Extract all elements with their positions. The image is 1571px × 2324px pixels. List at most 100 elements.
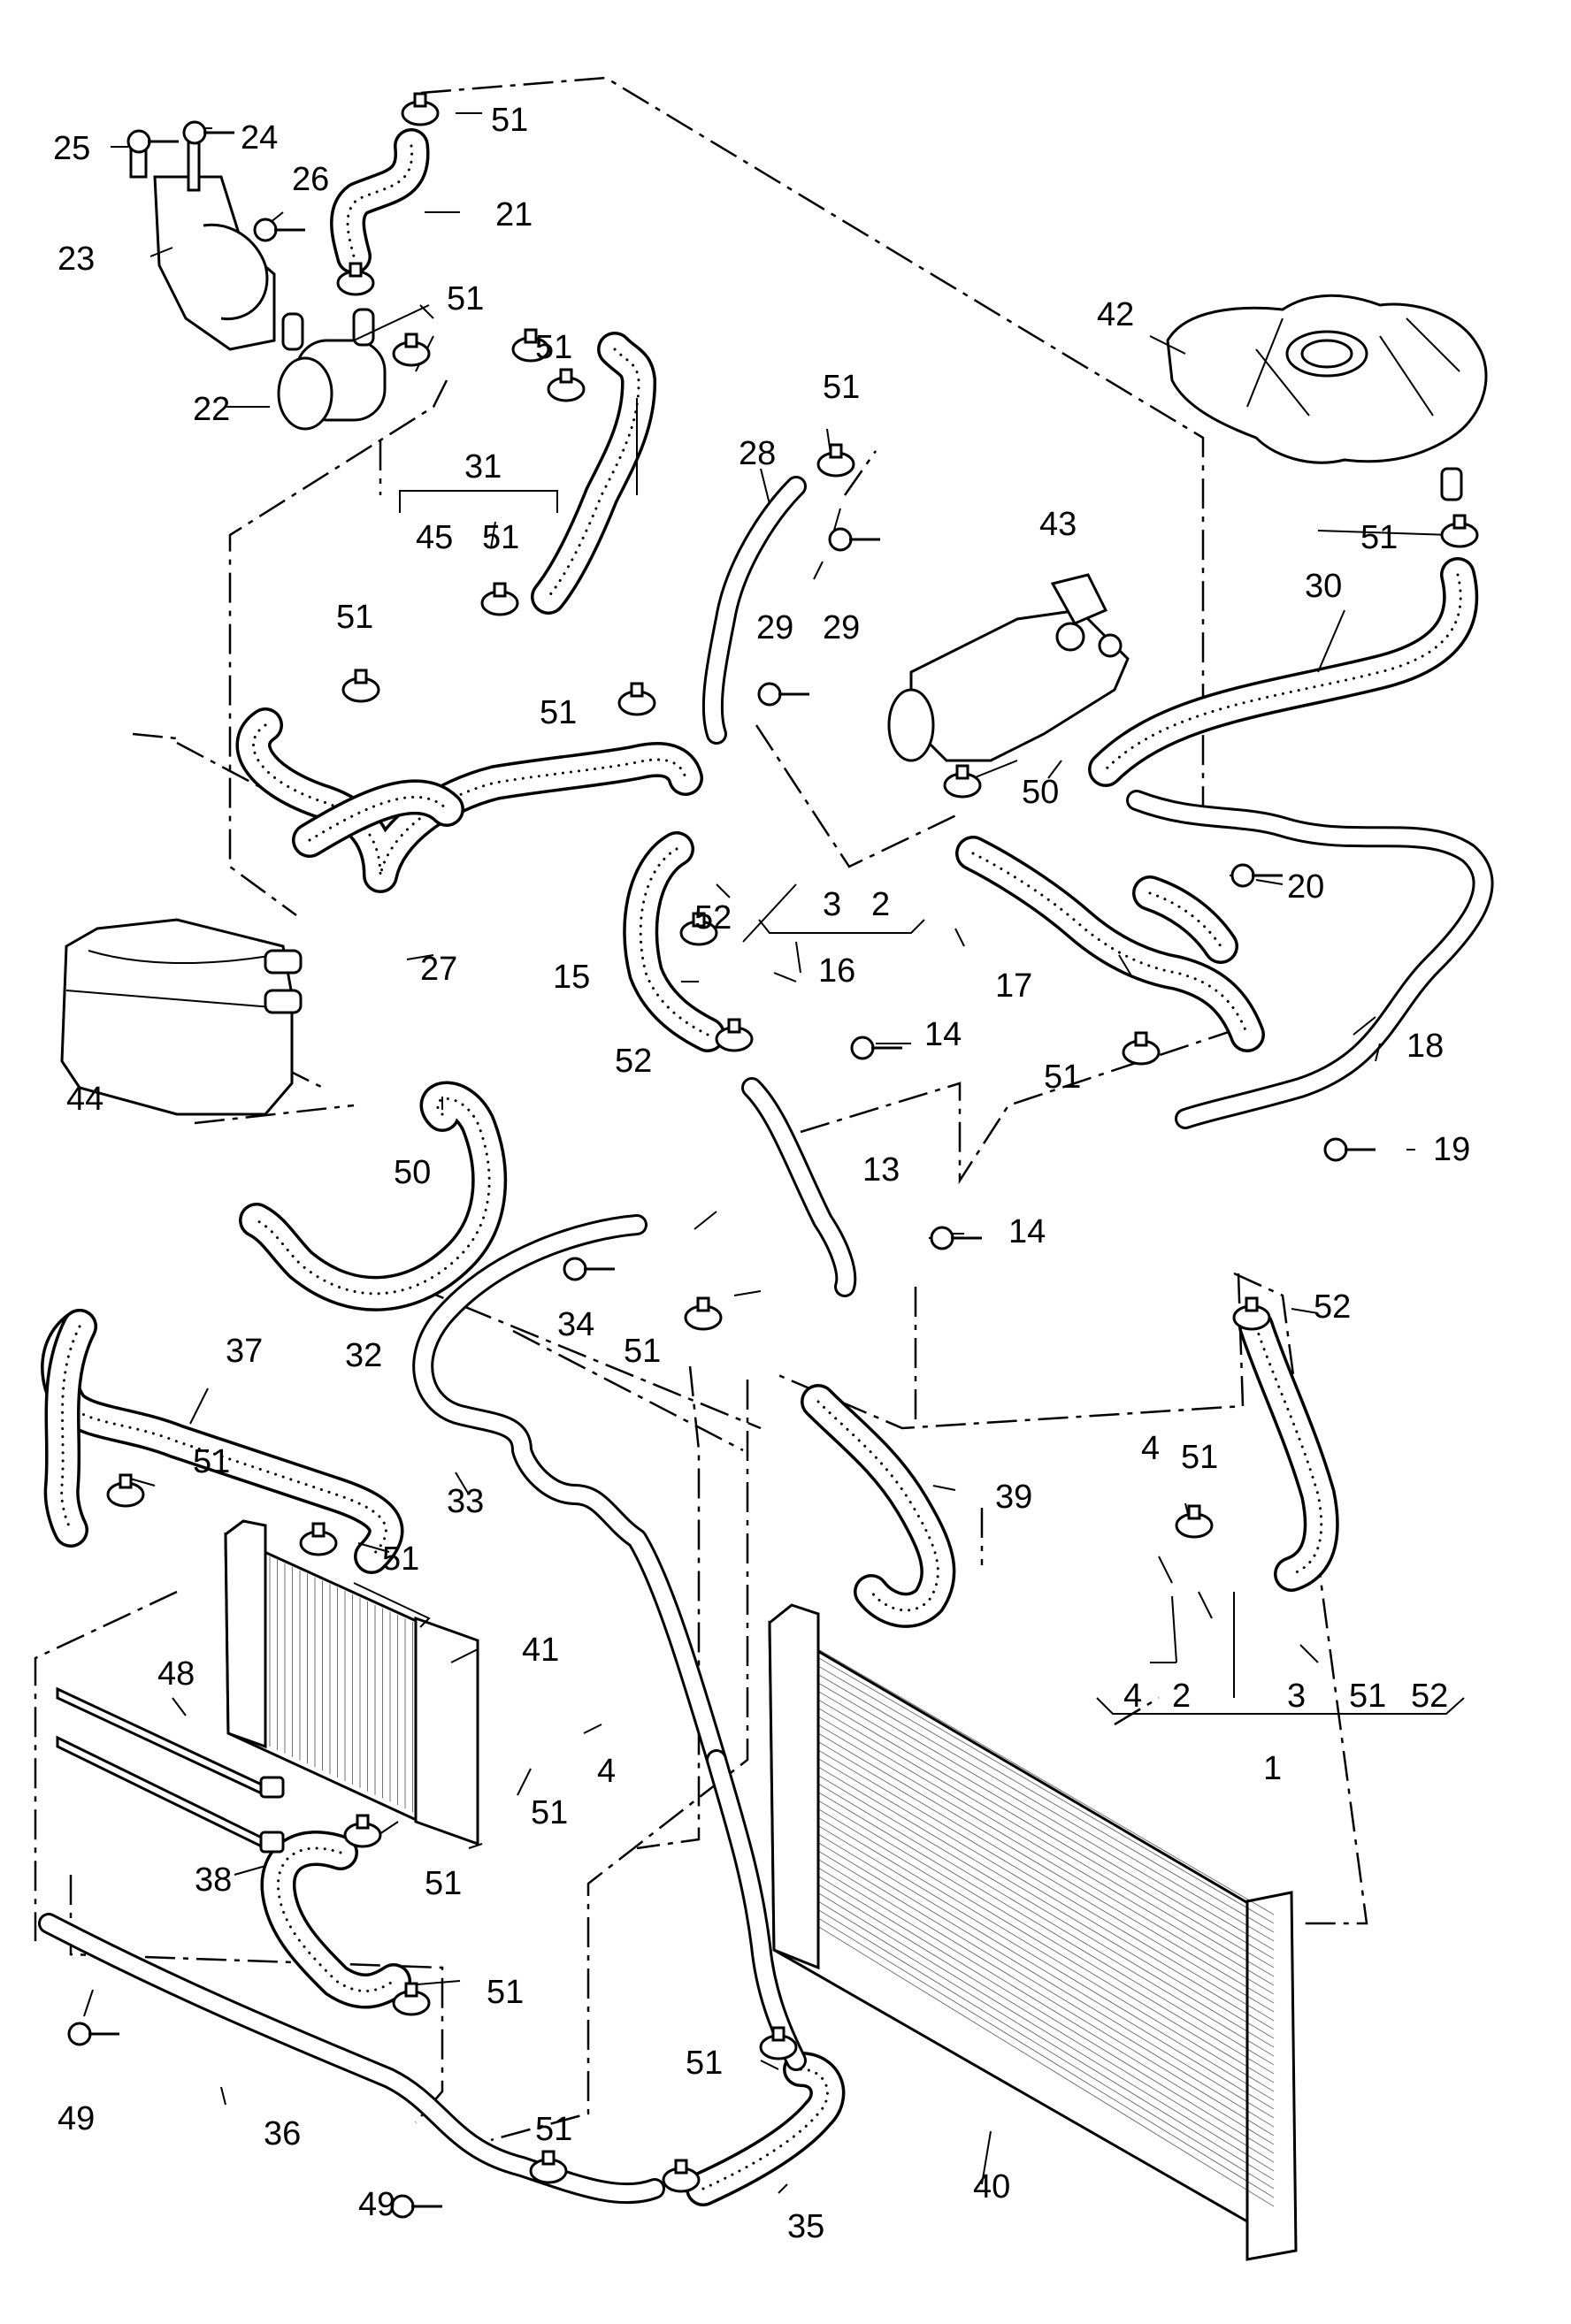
callout-51-radiator-inlet: 51: [1181, 1439, 1218, 1476]
clamp-tab: [524, 328, 538, 344]
callout-52-connector16: 52: [694, 899, 732, 936]
clamp-tab: [1245, 1296, 1259, 1312]
radiator-fin: [817, 1732, 1275, 2004]
callout-27: 27: [420, 951, 457, 988]
callout-4-bottom: 4: [1123, 1678, 1142, 1715]
bolt-head-icon: [930, 1226, 954, 1250]
radiator-fin: [817, 1825, 1275, 2101]
radiator-fin: [817, 1842, 1275, 2119]
clamp-tab: [311, 1522, 326, 1538]
callout-51-hose27: 51: [336, 599, 373, 636]
clamp-tab: [692, 912, 706, 928]
clamp-tab: [1452, 514, 1467, 530]
bolt-head-icon: [850, 1036, 875, 1060]
clamp-tab: [404, 1982, 418, 1998]
callout-51-pipe28: 51: [823, 369, 860, 406]
bolt-head-icon: [67, 2022, 92, 2046]
callout-26: 26: [292, 161, 329, 198]
callout-51-pipe18: 51: [1044, 1059, 1081, 1096]
callout-1: 1: [1263, 1750, 1282, 1787]
callout-34: 34: [557, 1306, 594, 1343]
callout-14-bottom: 14: [1008, 1213, 1046, 1250]
small-heat-exchanger: [224, 1519, 479, 1846]
pump-and-bracket: [129, 140, 387, 431]
callout-22: 22: [193, 391, 230, 428]
callout-25: 25: [53, 130, 90, 167]
callout-51-hose21: 51: [535, 329, 572, 366]
radiator-fin: [817, 1833, 1275, 2110]
clamp-tab: [541, 2150, 556, 2166]
radiator-fin: [817, 1867, 1275, 2145]
heat-exchanger-fins: [269, 1556, 413, 1813]
radiator-fin: [817, 1800, 1275, 2075]
radiator-fin: [817, 1859, 1275, 2137]
radiator-fin: [817, 1749, 1275, 2022]
callout-49-bottom: 49: [358, 2186, 395, 2223]
callout-17: 17: [995, 967, 1032, 1005]
bolt-head-icon: [253, 218, 278, 242]
radiator-fin: [817, 1682, 1275, 1951]
callout-40: 40: [973, 2168, 1010, 2206]
callout-15: 15: [553, 959, 590, 996]
callout-24: 24: [241, 119, 278, 157]
callout-51-hose38-bottom: 51: [487, 1974, 524, 2011]
expansion-tank: [1166, 294, 1488, 501]
callout-44: 44: [66, 1081, 103, 1118]
callout-52-hose39: 52: [1314, 1288, 1351, 1326]
clamp-tab: [413, 92, 427, 108]
callout-51-pump: 51: [447, 280, 484, 317]
callout-31: 31: [464, 448, 502, 485]
clamp-tab: [696, 1296, 710, 1312]
clamp-tab: [354, 669, 368, 684]
callout-21: 21: [495, 196, 533, 233]
radiator-fin: [817, 1917, 1275, 2198]
callout-labels: 1 2 2 3 3 4 4 4 13 14 14 15 16 17 18 19 …: [53, 102, 1470, 2245]
callout-51-exchanger: 51: [531, 1794, 568, 1831]
radiator-fins: [817, 1648, 1275, 2207]
callout-29-left: 29: [756, 609, 793, 646]
radiator-fin: [817, 1665, 1275, 1933]
hose-clamps: [106, 92, 1479, 2193]
callout-51-pipe36-left: 51: [535, 2111, 572, 2148]
radiator-fin: [817, 1808, 1275, 2083]
radiator-fin: [817, 1758, 1275, 2030]
callout-36: 36: [264, 2115, 301, 2152]
bolt-head-icon: [126, 129, 151, 154]
callout-38: 38: [195, 1861, 232, 1899]
bolt-head-icon: [757, 682, 782, 707]
clamp-tab: [1187, 1504, 1201, 1520]
radiator-fin: [817, 1724, 1275, 1995]
callout-51-top: 51: [491, 102, 528, 139]
callout-16: 16: [818, 952, 855, 990]
radiator-fin: [817, 1741, 1275, 2013]
clamp-tab: [356, 1814, 370, 1830]
clamp-tab: [119, 1473, 133, 1489]
callout-32: 32: [345, 1337, 382, 1374]
callout-18: 18: [1406, 1028, 1444, 1065]
radiator-fin: [817, 1783, 1275, 2057]
callout-52-hose15: 52: [615, 1043, 652, 1080]
radiator-fin: [817, 1909, 1275, 2190]
callout-4-right: 4: [1141, 1430, 1160, 1467]
clamp-tab: [829, 443, 843, 459]
clamp-tab: [349, 262, 363, 278]
callout-45: 45: [416, 519, 453, 556]
radiator-fin: [817, 1792, 1275, 2066]
callout-13: 13: [862, 1151, 900, 1189]
radiator-fin: [817, 1716, 1275, 1986]
callout-29-right: 29: [823, 609, 860, 646]
bolt-head-icon: [182, 120, 207, 145]
callout-42: 42: [1097, 296, 1134, 333]
callout-50-oil-cooler: 50: [394, 1154, 431, 1191]
callout-20: 20: [1287, 868, 1324, 906]
bolt-head-icon: [828, 527, 853, 552]
clamp-tab: [630, 682, 644, 698]
bolt-head-icon: [563, 1257, 587, 1281]
callout-19: 19: [1433, 1131, 1470, 1168]
bolt-head-icon: [1230, 863, 1255, 888]
callout-3-top: 3: [823, 886, 841, 923]
callout-51-pipe33: 51: [624, 1333, 661, 1370]
oil-cooler: [60, 918, 303, 1116]
radiator-fin: [817, 1900, 1275, 2181]
clamp-tab: [674, 2159, 688, 2175]
